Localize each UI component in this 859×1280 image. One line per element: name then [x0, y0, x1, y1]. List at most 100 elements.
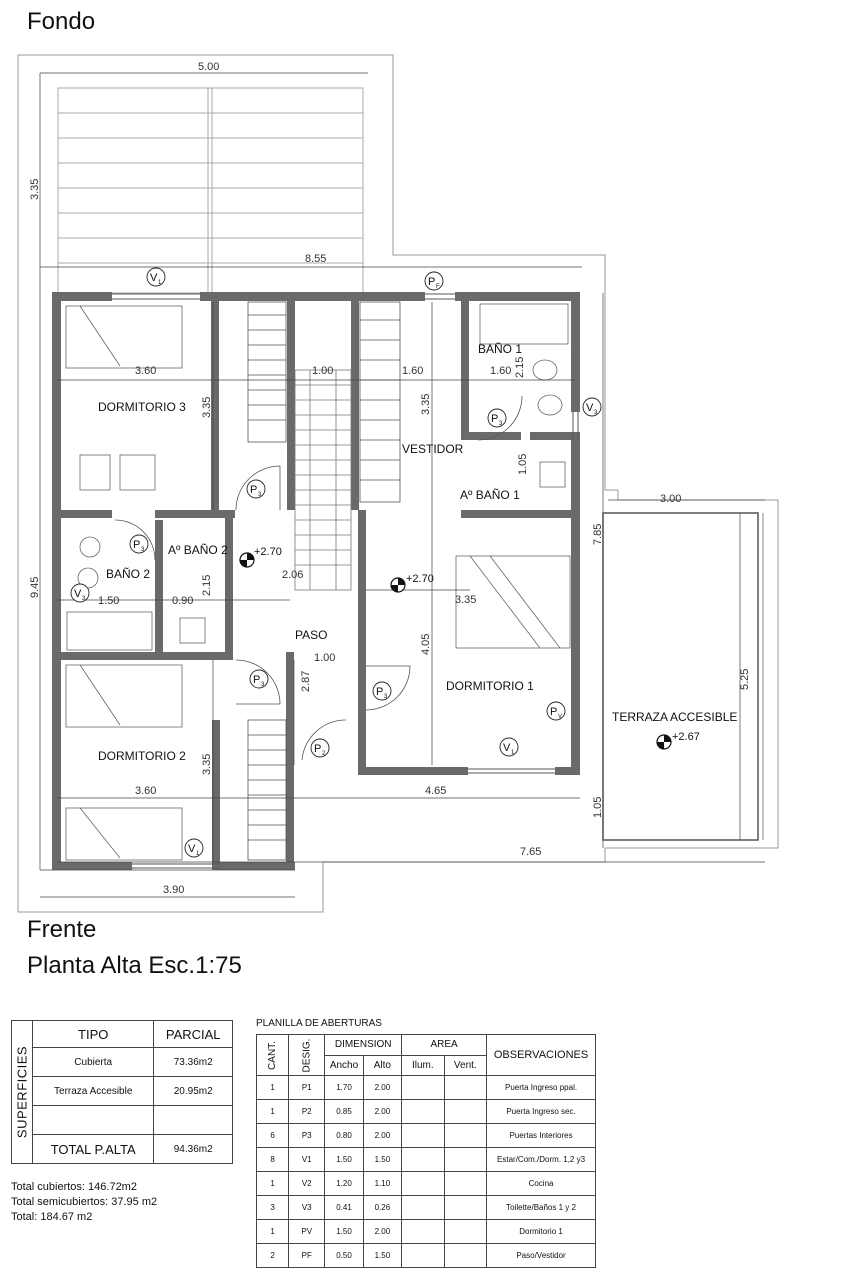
dim-2-15-b: 2.15: [201, 575, 213, 596]
windows: [112, 293, 579, 869]
room-vestidor: VESTIDOR: [402, 442, 464, 456]
table-row: 3 V3 0.41 0.26 Toilette/Baños 1 y 2: [255, 1195, 596, 1220]
total-cubiertos: Total cubiertos: 146.72m2: [11, 1181, 137, 1193]
dim-3-35-d3: 3.35: [201, 397, 213, 418]
room-terraza: TERRAZA ACCESIBLE: [612, 710, 737, 724]
level-marker-3: +2.67: [656, 731, 700, 750]
svg-text:1: 1: [196, 851, 200, 857]
table-row-total: TOTAL P.ALTA 94.36m2: [12, 1134, 233, 1164]
superficies-title-cell: SUPERFICIES: [11, 1020, 33, 1164]
ilum-cell: [401, 1147, 445, 1172]
room-abano-2: Aº BAÑO 2: [168, 543, 228, 557]
room-bano-2: BAÑO 2: [106, 567, 150, 581]
svg-text:V: V: [558, 714, 562, 720]
ilum-cell: [401, 1243, 445, 1268]
dim-8-55: 8.55: [305, 253, 326, 265]
col-parcial: PARCIAL: [153, 1020, 233, 1048]
ancho-cell: 1.20: [324, 1171, 364, 1196]
vent-cell: [443, 1099, 488, 1124]
dim-3-90: 3.90: [163, 884, 184, 896]
parcial-cell: 73.36m2: [153, 1047, 233, 1077]
alto-cell: 1.50: [362, 1147, 403, 1172]
svg-text:P: P: [314, 743, 321, 755]
svg-text:V: V: [74, 588, 82, 600]
dim-7-65: 7.65: [520, 846, 541, 858]
dim-2-15-a: 2.15: [514, 357, 526, 378]
dim-5-00: 5.00: [198, 61, 219, 73]
tipo-cell: Terraza Accesible: [31, 1076, 155, 1106]
plan-title: Planta Alta Esc.1:75: [27, 952, 242, 979]
level-marker-1: +2.70: [239, 546, 282, 568]
superficies-title: SUPERFICIES: [14, 1045, 30, 1139]
ilum-cell: [401, 1099, 445, 1124]
alto-cell: 2.00: [362, 1075, 403, 1100]
desig-cell: V3: [288, 1195, 326, 1220]
vent-cell: [443, 1075, 488, 1100]
opening-tag-v3-bano2: V 3: [70, 583, 90, 603]
heading-frente: Frente: [27, 916, 97, 943]
cant-cell: 1: [255, 1171, 290, 1196]
dim-9-45: 9.45: [29, 577, 41, 598]
furniture: [65, 303, 571, 861]
tipo-cell: Cubierta: [31, 1047, 155, 1077]
heading-fondo: Fondo: [27, 8, 96, 35]
svg-text:P: P: [376, 686, 383, 698]
staircase: [294, 369, 352, 591]
dim-3-60-top: 3.60: [135, 365, 156, 377]
ilum-cell: [401, 1195, 445, 1220]
dim-1-00-mid: 1.00: [314, 652, 335, 664]
dim-3-00: 3.00: [660, 493, 681, 505]
svg-text:P: P: [428, 276, 435, 288]
dim-1-05-b: 1.05: [592, 797, 604, 818]
col-ilum: Ilum.: [401, 1054, 445, 1076]
dim-4-65: 4.65: [425, 785, 446, 797]
svg-text:F: F: [436, 284, 440, 290]
cant-cell: 1: [255, 1219, 290, 1244]
dim-3-35-d1: 3.35: [455, 594, 476, 606]
ilum-cell: [401, 1075, 445, 1100]
room-dormitorio-1: DORMITORIO 1: [446, 679, 534, 693]
table-row: Cubierta 73.36m2: [12, 1047, 233, 1077]
ilum-cell: [401, 1171, 445, 1196]
opening-tag-p3-bano2: P 3: [129, 534, 149, 554]
opening-tag-v3-bano1: V 3: [582, 397, 602, 417]
desig-cell: P1: [288, 1075, 326, 1100]
obs-cell: Dormitorio 1: [486, 1219, 596, 1244]
vent-cell: [443, 1195, 488, 1220]
table-row: [12, 1105, 233, 1135]
table-row: 6 P3 0.80 2.00 Puertas Interiores: [255, 1123, 596, 1148]
dim-2-06: 2.06: [282, 569, 303, 581]
aberturas-caption: PLANILLA DE ABERTURAS: [256, 1018, 382, 1029]
dim-5-25: 5.25: [739, 669, 751, 690]
obs-cell: Cocina: [486, 1171, 596, 1196]
alto-cell: 2.00: [362, 1219, 403, 1244]
col-dimension: DIMENSION: [324, 1034, 403, 1056]
col-tipo: TIPO: [31, 1020, 155, 1048]
tipo-cell: [31, 1105, 155, 1135]
floor-plan: +2.70 +2.70 +2.67 DORMITORIO 3 DORMITORI…: [17, 54, 779, 913]
svg-text:3: 3: [261, 682, 265, 688]
dim-7-85: 7.85: [592, 524, 604, 545]
svg-text:P: P: [491, 413, 498, 425]
level-label-1: +2.70: [254, 546, 282, 558]
terrace-outline: [602, 512, 759, 841]
cant-cell: 8: [255, 1147, 290, 1172]
alto-cell: 2.00: [362, 1123, 403, 1148]
wardrobes: [247, 301, 401, 861]
svg-text:3: 3: [499, 421, 503, 427]
desig-cell: P3: [288, 1123, 326, 1148]
dim-3-60-bottom: 3.60: [135, 785, 156, 797]
ilum-cell: [401, 1219, 445, 1244]
ancho-cell: 1.50: [324, 1219, 364, 1244]
ancho-cell: 0.50: [324, 1243, 364, 1268]
obs-cell: Paso/Vestidor: [486, 1243, 596, 1268]
lot-boundary: [17, 54, 779, 913]
total-label: TOTAL P.ALTA: [31, 1134, 155, 1164]
level-label-2: +2.70: [406, 573, 434, 585]
svg-text:3: 3: [82, 596, 86, 602]
table-row: 1 PV 1.50 2.00 Dormitorio 1: [255, 1219, 596, 1244]
alto-cell: 0.26: [362, 1195, 403, 1220]
room-paso: PASO: [295, 628, 327, 642]
total-semicubiertos: Total semicubiertos: 37.95 m2: [11, 1196, 158, 1208]
room-bano-1: BAÑO 1: [478, 342, 522, 356]
